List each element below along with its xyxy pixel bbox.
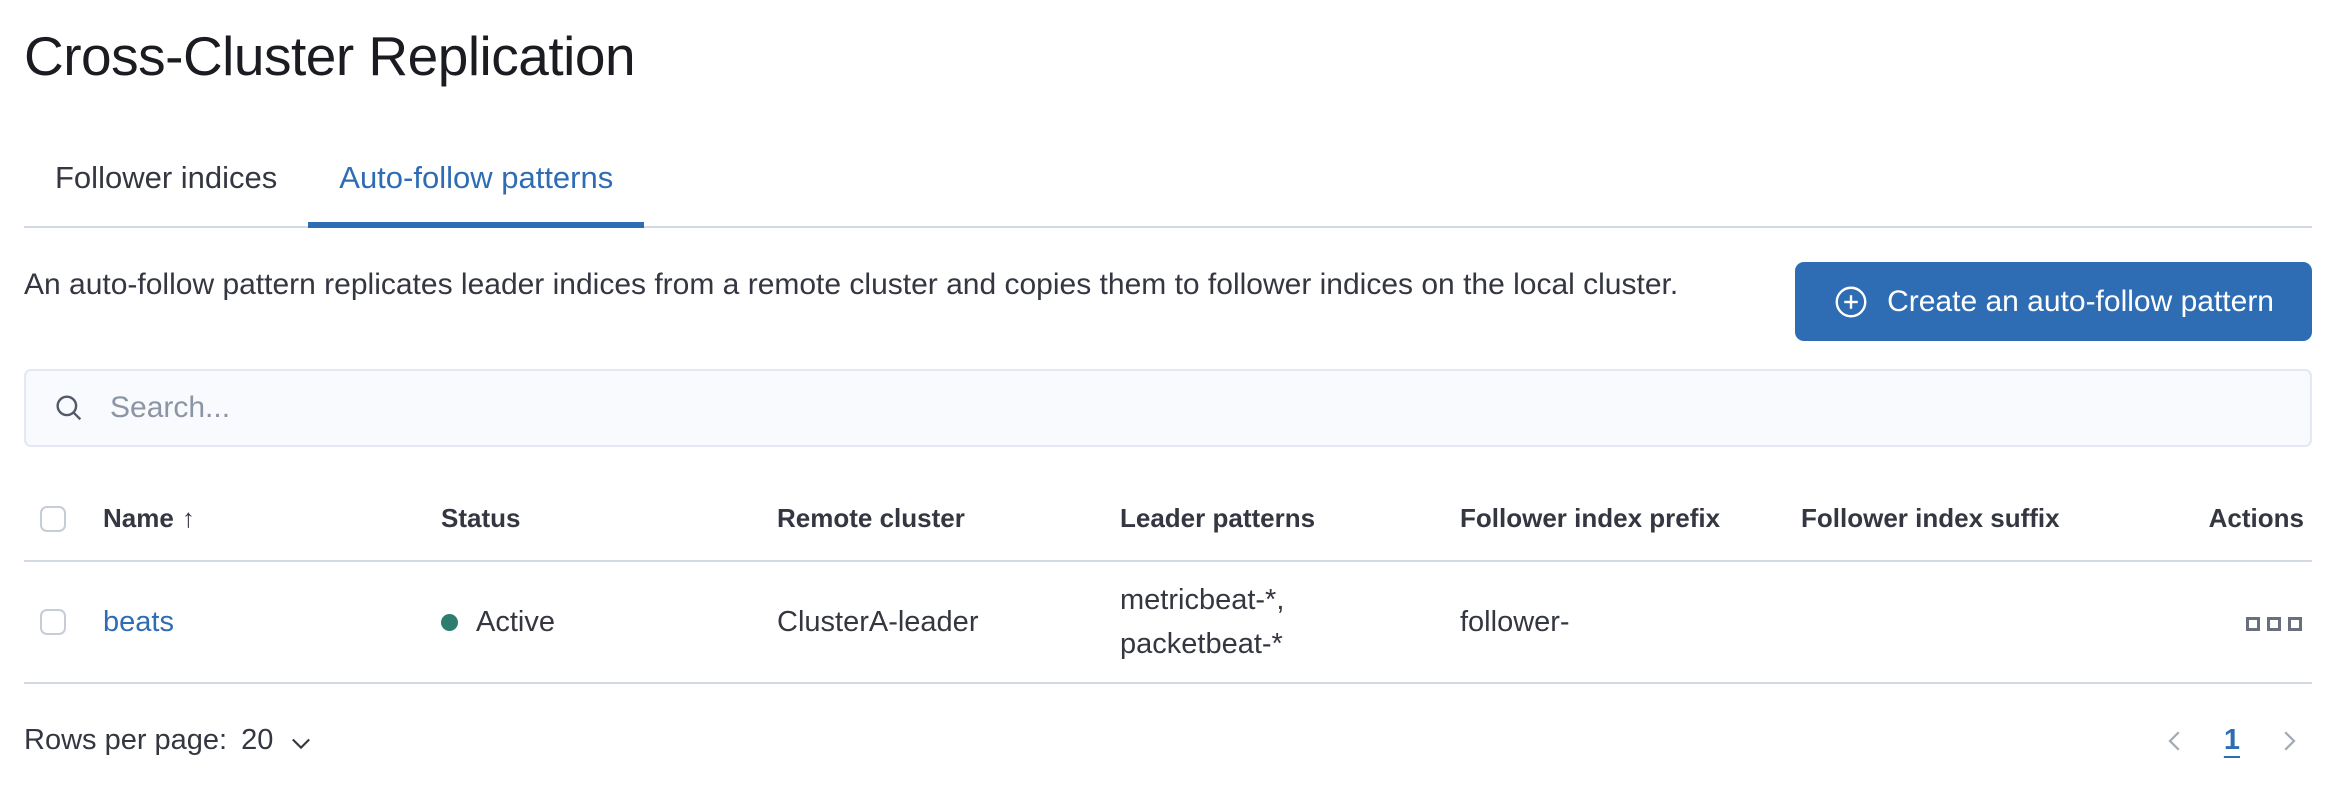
boxes-horizontal-icon [2288,616,2302,631]
row-actions-button[interactable] [2244,613,2304,635]
remote-cluster-cell: ClusterA-leader [777,561,1120,684]
search-bar [24,369,2312,447]
plus-in-circle-icon [1835,286,1867,317]
boxes-horizontal-icon [2267,616,2281,631]
column-header-label: Name [103,503,174,533]
select-all-checkbox[interactable] [40,505,66,532]
chevron-down-icon [292,738,311,749]
create-button-label: Create an auto-follow pattern [1887,284,2274,318]
sort-ascending-icon: ↑ [181,503,195,533]
page-number-1[interactable]: 1 [2223,724,2240,756]
table-footer: Rows per page: 20 1 [24,724,2312,757]
table-row: beats Active ClusterA-leader metricbeat-… [24,561,2312,684]
tab-follower-indices[interactable]: Follower indices [24,148,308,228]
table-header-row: Name↑ Status Remote cluster Leader patte… [24,503,2312,562]
column-header-follower-index-prefix: Follower index prefix [1460,503,1801,562]
leader-pattern-line: packetbeat-* [1120,628,1283,660]
next-page-button[interactable] [2274,726,2304,756]
chevron-left-icon [2168,730,2180,751]
column-header-actions: Actions [2146,503,2312,562]
rows-per-page-label: Rows per page: [24,724,228,756]
page-title: Cross-Cluster Replication [24,25,636,87]
description-text: An auto-follow pattern replicates leader… [24,268,1679,301]
follower-index-prefix-cell: follower- [1460,561,1801,684]
pagination: 1 [2160,724,2304,757]
auto-follow-patterns-table: Name↑ Status Remote cluster Leader patte… [24,503,2312,684]
leader-pattern-line: metricbeat-*, [1120,584,1285,616]
column-header-status: Status [441,503,777,562]
tab-bar: Follower indices Auto-follow patterns [24,148,2312,228]
column-header-leader-patterns: Leader patterns [1120,503,1460,562]
boxes-horizontal-icon [2246,616,2260,631]
search-input[interactable] [110,391,2284,425]
column-header-follower-index-suffix: Follower index suffix [1801,503,2146,562]
create-auto-follow-pattern-button[interactable]: Create an auto-follow pattern [1795,262,2312,341]
previous-page-button[interactable] [2160,726,2190,756]
cross-cluster-replication-page: Cross-Cluster Replication Follower indic… [0,20,2336,757]
intro-row: An auto-follow pattern replicates leader… [24,262,2312,341]
status-active-dot-icon [441,613,458,631]
leader-patterns-cell: metricbeat-*, packetbeat-* [1120,561,1460,684]
follower-index-suffix-cell [1801,561,2146,684]
chevron-right-icon [2284,730,2296,751]
status-cell: Active [441,606,769,639]
pattern-name-link[interactable]: beats [103,605,174,638]
rows-per-page-value: 20 [241,724,274,756]
tab-label: Follower indices [55,160,278,195]
rows-per-page-selector[interactable]: Rows per page: 20 [24,724,315,757]
column-header-remote-cluster: Remote cluster [777,503,1120,562]
tab-label: Auto-follow patterns [339,160,614,195]
column-header-name[interactable]: Name↑ [103,503,441,562]
tab-auto-follow-patterns[interactable]: Auto-follow patterns [308,148,645,228]
row-checkbox[interactable] [40,609,66,635]
search-icon [56,395,82,421]
status-label: Active [476,605,555,638]
